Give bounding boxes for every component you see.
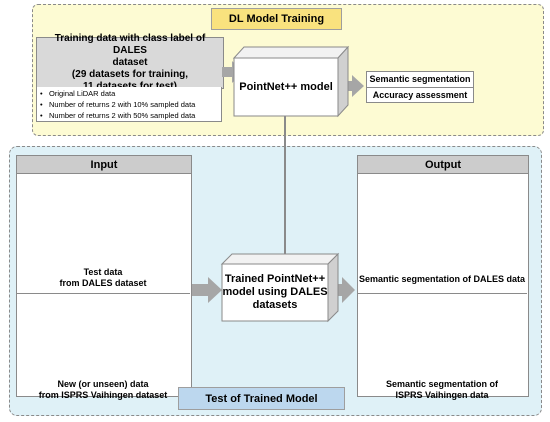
training-data-line4: 11 datasets for test) bbox=[83, 81, 177, 93]
training-data-line1: Training data with class label of DALES bbox=[54, 33, 206, 56]
semantic-segmentation-label: Semantic segmentation bbox=[367, 72, 473, 88]
output-caption-2-line2: ISPRS Vaihingen data bbox=[395, 390, 489, 400]
input-divider bbox=[16, 293, 190, 294]
training-data-line2: dataset bbox=[112, 57, 148, 68]
output-caption-1: Semantic segmentation of DALES data bbox=[358, 274, 526, 284]
input-caption-2-line2: from ISPRS Vaihingen dataset bbox=[38, 390, 168, 400]
trained-model-label: Trained PointNet++ model using DALES dat… bbox=[222, 264, 328, 321]
input-column bbox=[16, 155, 192, 397]
output-column bbox=[357, 155, 529, 397]
training-data-box: Training data with class label of DALES … bbox=[36, 33, 224, 92]
output-caption-2-line1: Semantic segmentation of bbox=[385, 379, 499, 389]
output-caption-2: Semantic segmentation of ISPRS Vaihingen… bbox=[357, 379, 527, 401]
trained-model-cube bbox=[220, 252, 340, 323]
arrow-right bbox=[330, 277, 355, 303]
pointnet-model-cube bbox=[232, 45, 350, 118]
training-data-line3: (29 datasets for training, bbox=[71, 69, 189, 80]
trained-model-line3: datasets bbox=[252, 299, 298, 311]
test-panel-title: Test of Trained Model bbox=[178, 387, 345, 410]
bullet-item: Number of returns 2 with 10% sampled dat… bbox=[40, 99, 221, 110]
arrow-right bbox=[192, 277, 222, 303]
input-caption-1: Test data from DALES dataset bbox=[16, 267, 190, 289]
input-caption-1-line2: from DALES dataset bbox=[59, 278, 147, 288]
input-caption-1-line1: Test data bbox=[83, 267, 123, 277]
pointnet-model-label: PointNet++ model bbox=[239, 80, 333, 93]
input-header: Input bbox=[16, 155, 192, 174]
bullet-item: Number of returns 2 with 50% sampled dat… bbox=[40, 110, 221, 121]
input-caption-2-line1: New (or unseen) data bbox=[57, 379, 149, 389]
arrow-right bbox=[222, 61, 243, 83]
output-header: Output bbox=[357, 155, 529, 174]
trained-model-line1: Trained PointNet++ bbox=[224, 273, 326, 285]
trained-model-line2: model using DALES bbox=[222, 286, 328, 298]
training-panel-title: DL Model Training bbox=[211, 8, 342, 30]
training-output-box: Semantic segmentation Accuracy assessmen… bbox=[366, 71, 474, 103]
accuracy-assessment-label: Accuracy assessment bbox=[372, 89, 468, 100]
input-caption-2: New (or unseen) data from ISPRS Vaihinge… bbox=[16, 379, 190, 401]
training-data-bullets: Original LiDAR data Number of returns 2 … bbox=[36, 87, 222, 122]
bullet-item: Original LiDAR data bbox=[40, 88, 221, 99]
arrow-right bbox=[341, 75, 364, 97]
output-divider bbox=[357, 293, 527, 294]
